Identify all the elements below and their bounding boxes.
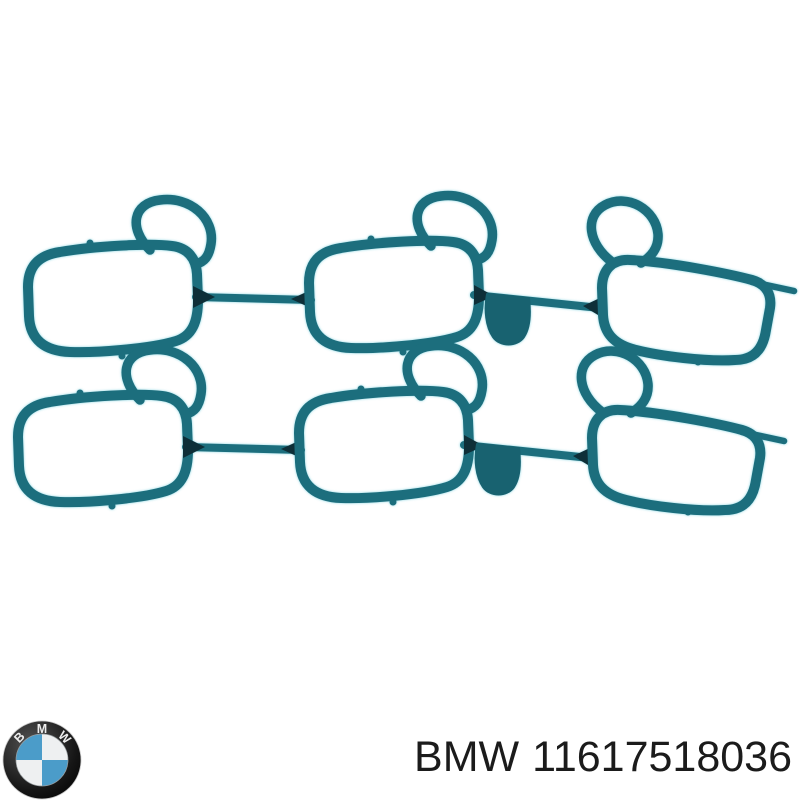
logo-quadrant-top-left bbox=[16, 734, 42, 760]
logo-quadrant-bottom-right bbox=[42, 760, 68, 786]
mold-nub bbox=[86, 239, 94, 247]
mold-nub bbox=[76, 389, 84, 397]
gasket-body bbox=[23, 239, 203, 358]
mold-nub bbox=[118, 352, 126, 360]
mold-nub bbox=[399, 348, 407, 356]
junction-wedge bbox=[193, 286, 215, 308]
gasket-body bbox=[13, 389, 193, 508]
alignment-spur bbox=[738, 428, 788, 445]
gasket-loop bbox=[576, 346, 653, 418]
junction-wedge bbox=[183, 436, 205, 458]
gasket-body bbox=[597, 254, 776, 366]
gasket-body bbox=[587, 404, 766, 516]
connector-bar bbox=[192, 293, 315, 304]
mold-nub bbox=[674, 413, 682, 421]
junction-wedge bbox=[464, 435, 484, 455]
junction-wedge bbox=[474, 285, 494, 305]
gasket-row-1 bbox=[23, 190, 798, 366]
part-number-text: 11617518036 bbox=[532, 733, 792, 781]
bmw-roundel-graphic: B M W bbox=[2, 720, 82, 800]
gasket-loop bbox=[586, 196, 663, 268]
brand-text: BMW bbox=[414, 733, 520, 781]
mold-nub bbox=[694, 358, 702, 366]
logo-letter-m: M bbox=[37, 722, 47, 736]
gasket-row-2 bbox=[13, 340, 788, 516]
logo-quadrant-bottom-left bbox=[16, 760, 42, 786]
gasket-loop bbox=[412, 190, 498, 265]
gasket-body bbox=[294, 385, 474, 504]
mold-nub bbox=[357, 385, 365, 393]
logo-inner-rim bbox=[15, 733, 69, 787]
connector-bar bbox=[182, 443, 305, 454]
gasket-loop bbox=[121, 344, 207, 419]
connector-tab bbox=[474, 443, 521, 496]
mold-nub bbox=[108, 502, 116, 510]
alignment-spur bbox=[748, 278, 798, 295]
connector-tab bbox=[484, 293, 531, 346]
mold-nub bbox=[684, 508, 692, 516]
mold-nub bbox=[684, 263, 692, 271]
gasket-loop bbox=[402, 340, 488, 415]
logo-quadrant-top-right bbox=[42, 734, 68, 760]
mold-nub bbox=[389, 498, 397, 506]
gasket-body bbox=[304, 235, 484, 354]
mold-nub bbox=[367, 235, 375, 243]
gasket-loop bbox=[131, 194, 217, 269]
bmw-logo: B M W bbox=[2, 720, 82, 800]
product-caption: BMW 11617518036 bbox=[414, 736, 792, 779]
